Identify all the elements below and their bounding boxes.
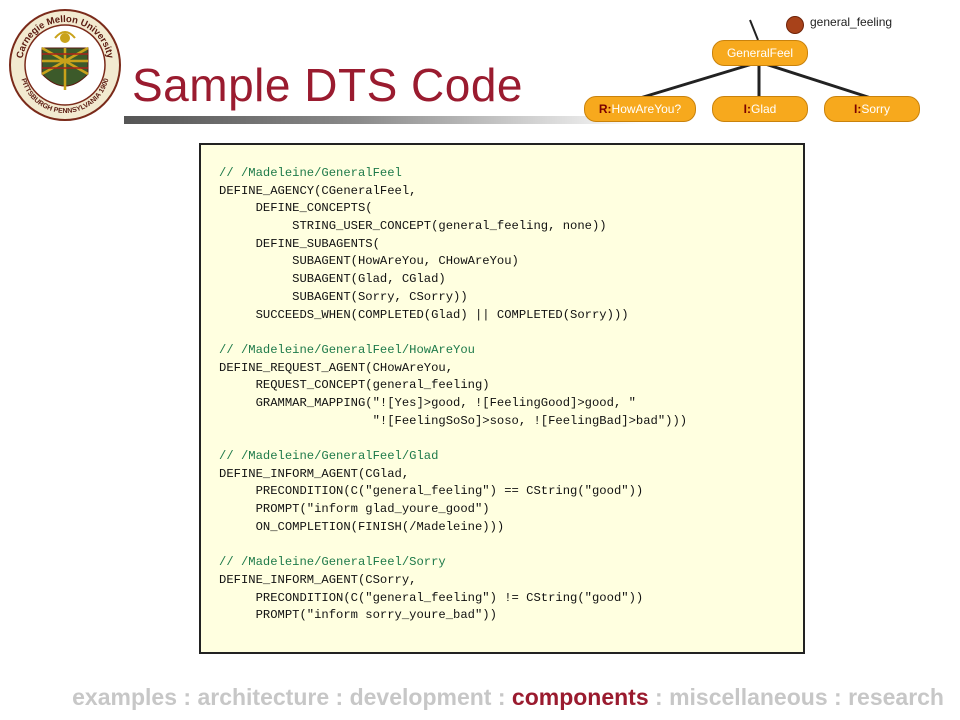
code-blank-line [219, 430, 803, 448]
code-line: ON_COMPLETION(FINISH(/Madeleine))) [219, 519, 505, 534]
university-seal-logo: Carnegie Mellon University PITTSBURGH PE… [8, 8, 122, 122]
nav-separator: : [648, 684, 670, 710]
code-blank-line [219, 536, 803, 554]
edge-root-sorry [758, 60, 872, 100]
nav-separator: : [177, 684, 198, 710]
node-type-prefix: I: [853, 102, 862, 116]
nav-separator: : [827, 684, 849, 710]
nav-separator: : [491, 684, 512, 710]
code-line: SUCCEEDS_WHEN(COMPLETED(Glad) || COMPLET… [219, 307, 629, 322]
tree-node-glad: I:Glad [712, 96, 808, 122]
code-line: "![FeelingSoSo]>soso, ![FeelingBad]>bad"… [219, 413, 688, 428]
tree-node-sorry: I:Sorry [824, 96, 920, 122]
code-line: SUBAGENT(Glad, CGlad) [219, 272, 446, 287]
nav-separator: : [329, 684, 350, 710]
code-line: DEFINE_SUBAGENTS( [219, 236, 380, 251]
code-line: PRECONDITION(C("general_feeling") == CSt… [219, 484, 644, 499]
slide-title: Sample DTS Code [132, 59, 523, 111]
node-type-prefix: R: [598, 102, 612, 116]
edge-root-howareyou [639, 60, 760, 100]
node-label: Glad [750, 102, 777, 116]
nav-link-miscellaneous[interactable]: miscellaneous [669, 684, 828, 710]
nav-link-components[interactable]: components [511, 684, 649, 710]
tree-connectors [639, 19, 872, 100]
code-line: PROMPT("inform sorry_youre_bad")) [219, 608, 497, 623]
title-underline-bar [124, 116, 644, 124]
code-line: PRECONDITION(C("general_feeling") != CSt… [219, 590, 644, 605]
concept-dot-icon [786, 16, 804, 34]
code-comment-line: // /Madeleine/GeneralFeel/Glad [219, 449, 439, 463]
code-comment-line: // /Madeleine/GeneralFeel/Sorry [219, 555, 446, 570]
code-line: PROMPT("inform glad_youre_good") [219, 502, 490, 517]
nav-link-architecture[interactable]: architecture [197, 684, 330, 710]
code-line: DEFINE_INFORM_AGENT(CSorry, [219, 572, 417, 587]
footer-navigation: examples : architecture : development : … [0, 684, 944, 711]
code-blank-line [219, 324, 803, 342]
code-line: GRAMMAR_MAPPING("![Yes]>good, ![FeelingG… [219, 395, 636, 410]
code-line: SUBAGENT(Sorry, CSorry)) [219, 289, 468, 304]
code-line: DEFINE_INFORM_AGENT(CGlad, [219, 466, 410, 481]
nav-link-development[interactable]: development [349, 684, 492, 710]
code-line: DEFINE_AGENCY(CGeneralFeel, [219, 183, 417, 198]
code-line: DEFINE_REQUEST_AGENT(CHowAreYou, [219, 360, 454, 375]
tree-node-generalfeel: GeneralFeel [712, 40, 808, 66]
node-label: HowAreYou? [611, 102, 682, 116]
node-type-prefix: I: [743, 102, 751, 116]
code-line: REQUEST_CONCEPT(general_feeling) [219, 378, 490, 393]
concept-label: general_feeling [810, 15, 893, 29]
nav-link-research[interactable]: research [848, 684, 944, 710]
code-line: SUBAGENT(HowAreYou, CHowAreYou) [219, 254, 519, 269]
tree-node-howareyou: R:HowAreYou? [584, 96, 696, 122]
nav-link-examples[interactable]: examples [72, 684, 177, 710]
code-comment-line: // /Madeleine/GeneralFeel [219, 166, 402, 180]
code-comment-line: // /Madeleine/GeneralFeel/HowAreYou [219, 342, 475, 357]
code-line: STRING_USER_CONCEPT(general_feeling, non… [219, 219, 607, 234]
code-line: DEFINE_CONCEPTS( [219, 201, 373, 216]
node-label: Sorry [861, 102, 890, 116]
root-parent-edge [749, 19, 759, 41]
agent-tree-diagram: general_feeling GeneralFeel R:HowAreYou?… [560, 0, 960, 130]
